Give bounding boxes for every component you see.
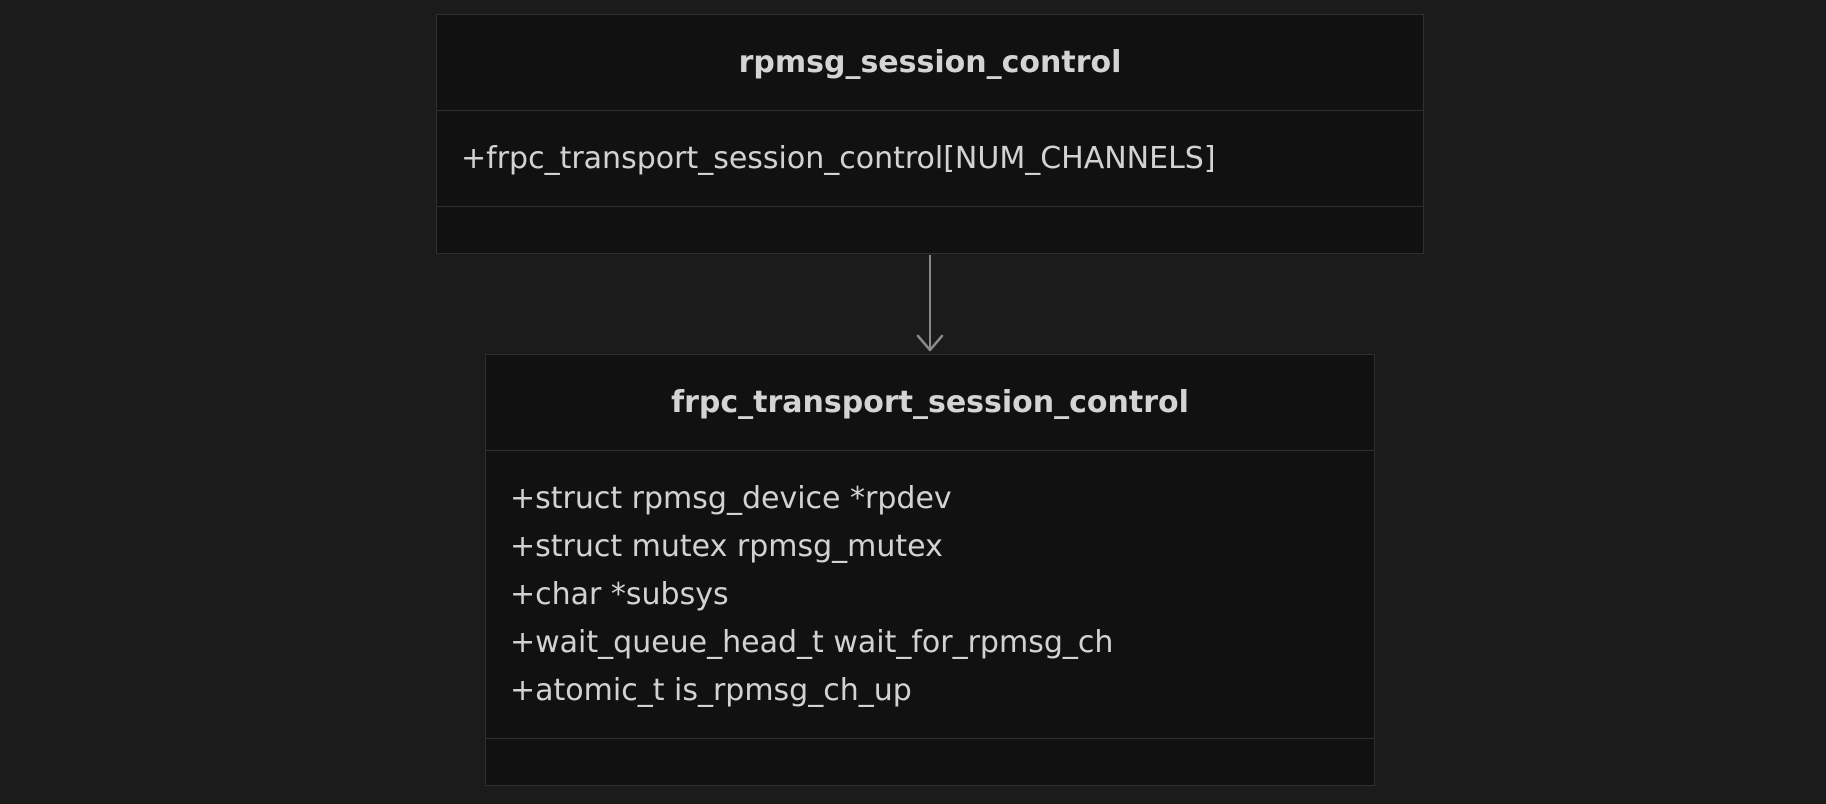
class-box-frpc-transport-session-control[interactable]: frpc_transport_session_control +struct r… (485, 354, 1375, 786)
class-attribute: +atomic_t is_rpmsg_ch_up (510, 673, 912, 708)
class-name: frpc_transport_session_control (486, 355, 1374, 451)
class-attribute: +char *subsys (510, 577, 729, 612)
arrow-head-icon (916, 334, 944, 352)
class-attribute: +wait_queue_head_t wait_for_rpmsg_ch (510, 625, 1114, 660)
class-box-rpmsg-session-control[interactable]: rpmsg_session_control +frpc_transport_se… (436, 14, 1424, 254)
class-attribute: +struct mutex rpmsg_mutex (510, 529, 943, 564)
class-attribute: +frpc_transport_session_control[NUM_CHAN… (461, 140, 1216, 176)
class-attributes: +struct rpmsg_device *rpdev +struct mute… (486, 451, 1374, 739)
class-attributes: +frpc_transport_session_control[NUM_CHAN… (437, 111, 1423, 207)
class-methods (486, 739, 1374, 786)
class-attribute: +struct rpmsg_device *rpdev (510, 481, 952, 516)
class-name: rpmsg_session_control (437, 15, 1423, 111)
